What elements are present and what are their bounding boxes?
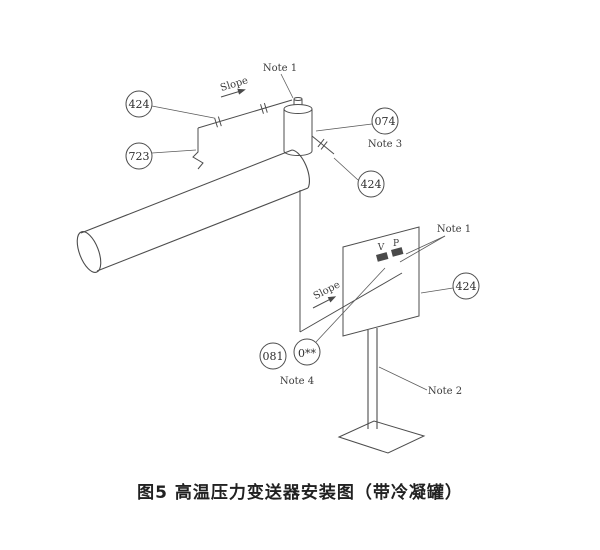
note3-label: Note 3 (368, 139, 402, 150)
port-v-label: V (377, 243, 385, 253)
note2: Note 2 (378, 366, 462, 397)
note1-top-label: Note 1 (263, 63, 297, 74)
base-plate (337, 420, 426, 454)
figure-caption: 图5 高温压力变送器安装图（带冷凝罐） (137, 483, 463, 503)
mounting-plate (342, 226, 420, 337)
union-fitting (317, 138, 328, 150)
balloon-074-label: 074 (375, 115, 396, 128)
union-fitting (260, 102, 268, 114)
union-fitting (214, 116, 222, 128)
note4: Note 4 (280, 376, 314, 387)
slope-annotation-bottom: Slope (312, 279, 342, 309)
condensate-pot (283, 97, 313, 156)
note1-right-label: Note 1 (437, 224, 471, 235)
balloon-424-mid: 424 (333, 157, 385, 198)
note1-right: Note 1 (399, 224, 471, 263)
right-stub-tube (311, 135, 335, 155)
slope-bottom-arrow-icon (312, 296, 337, 309)
note2-label: Note 2 (428, 386, 462, 397)
slope-annotation-top: Slope (219, 75, 250, 98)
balloon-424-right-label: 424 (456, 280, 477, 293)
impulse-line (299, 190, 403, 333)
balloon-0xx-label: 0** (298, 347, 316, 360)
slope-top-arrow-icon (220, 88, 246, 98)
balloon-074: 074 Note 3 (315, 107, 402, 150)
transmitter-ports: V P (376, 239, 404, 262)
balloon-424-right: 424 (420, 272, 480, 300)
slope-top-label: Slope (219, 75, 249, 94)
port-p-label: P (393, 239, 399, 249)
process-pipe (76, 149, 311, 273)
installation-diagram: V P Slope Slope Note 1 (76, 63, 480, 454)
note1-top: Note 1 (263, 63, 297, 99)
balloon-424-left: 424 (125, 90, 215, 119)
left-slope-tube (192, 99, 293, 170)
balloon-723: 723 (125, 142, 197, 170)
balloon-081: 081 (259, 342, 287, 370)
balloon-424-mid-label: 424 (361, 178, 382, 191)
note4-label: Note 4 (280, 376, 314, 387)
slope-bottom-label: Slope (312, 279, 342, 302)
balloon-424-left-label: 424 (129, 98, 150, 111)
balloon-081-label: 081 (263, 350, 284, 363)
stand-pipe (367, 328, 378, 429)
balloon-723-label: 723 (129, 150, 150, 163)
balloon-0xx: 0** (293, 267, 386, 366)
